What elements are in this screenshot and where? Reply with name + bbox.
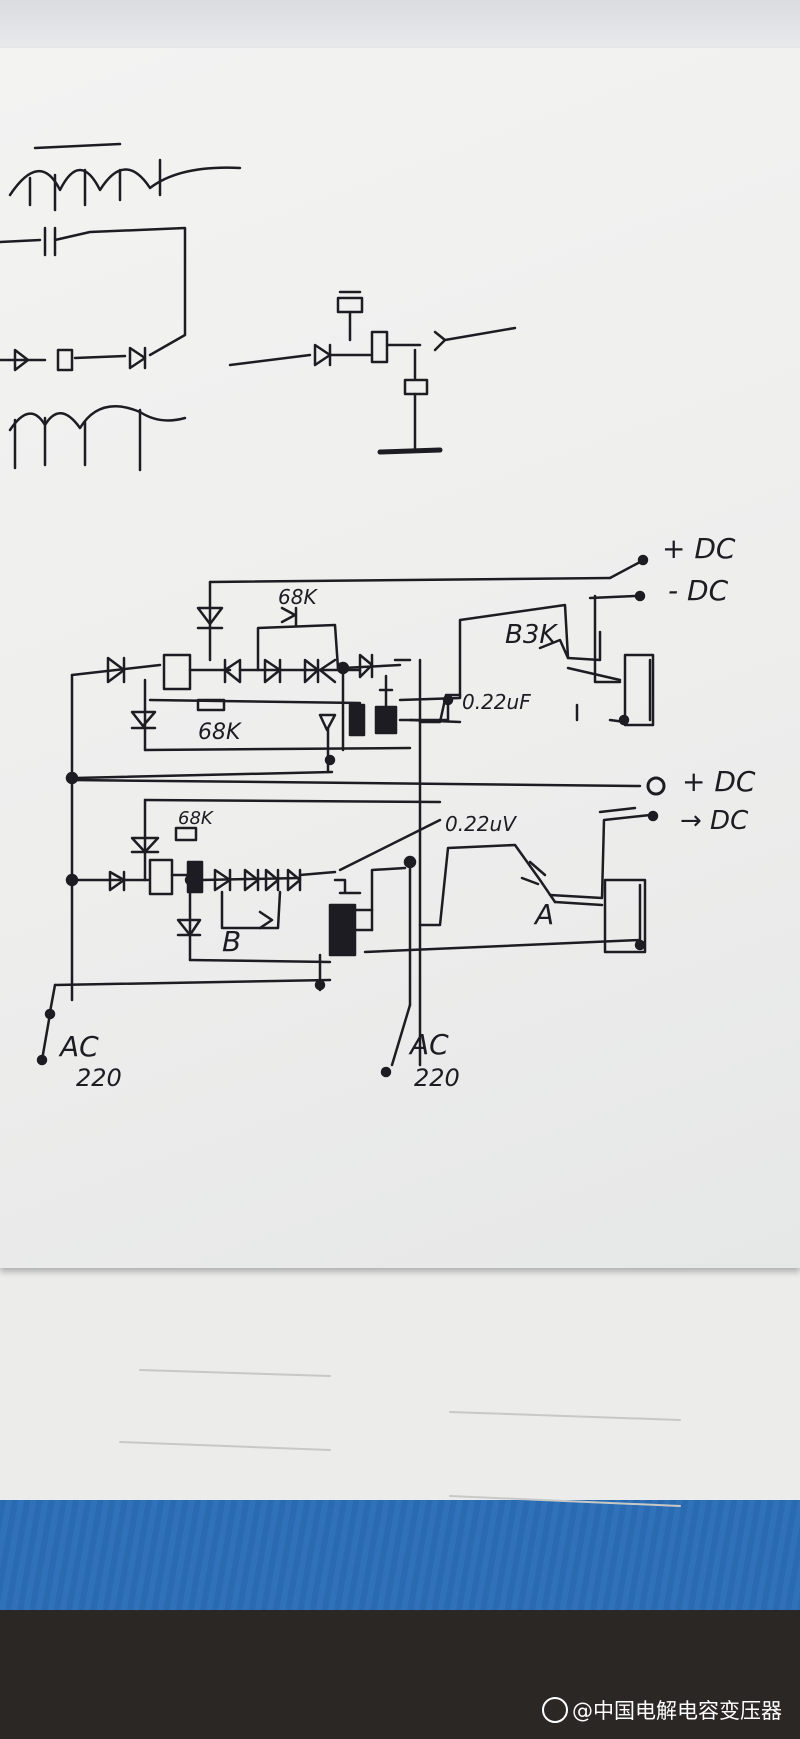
label-resistor-68k-upper-right: 68K	[278, 585, 317, 609]
label-top-dc-pos: + DC	[662, 532, 736, 565]
rectifier-sketch-left	[0, 226, 187, 372]
waveform-sketch-bottom	[8, 404, 187, 472]
label-resistor-68k-upper: 68K	[198, 720, 241, 745]
blue-folder	[0, 1500, 800, 1630]
label-b: B	[222, 925, 242, 958]
paper-sheet	[0, 48, 800, 1268]
waveform-sketch-top	[8, 142, 242, 212]
table-surface	[0, 1610, 800, 1739]
label-resistor-68k-lower: 68K	[178, 808, 213, 829]
label-cap-lower: 0.22uV	[445, 812, 516, 836]
watermark-logo-icon	[542, 1697, 568, 1723]
watermark-text: @中国电解电容变压器	[572, 1699, 782, 1723]
faint-form-lines	[119, 1369, 681, 1507]
label-top-dc-neg: - DC	[668, 574, 729, 607]
label-mid-dc-pos: + DC	[682, 765, 756, 798]
label-ac-left: AC	[60, 1030, 99, 1063]
label-ac-right: AC	[410, 1028, 449, 1061]
label-optocoupler-upper: B3K	[505, 620, 557, 650]
label-ac-right-voltage: 220	[414, 1064, 460, 1092]
label-mid-dc-neg: → DC	[680, 806, 749, 836]
label-ac-left-voltage: 220	[76, 1064, 122, 1092]
upper-circuit	[65, 554, 655, 1067]
watermark: @中国电解电容变压器	[542, 1695, 782, 1725]
label-a: A	[535, 898, 555, 931]
lower-circuit	[36, 776, 666, 1078]
bridge-sketch-middle	[228, 290, 517, 455]
label-cap-upper: 0.22uF	[462, 690, 531, 714]
